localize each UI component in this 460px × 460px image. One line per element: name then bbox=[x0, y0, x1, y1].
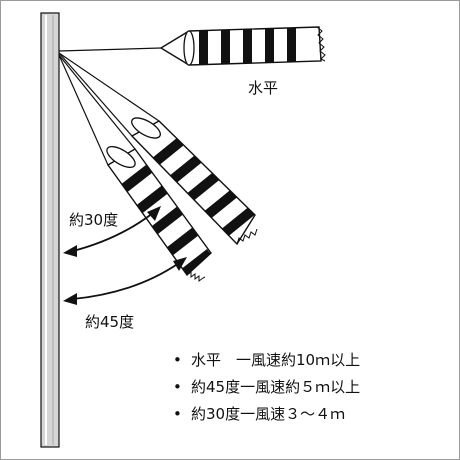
legend-text: 水平 一風速約10ｍ以上 bbox=[191, 351, 361, 369]
legend-text: 約30度一風速３～４ｍ bbox=[191, 405, 346, 423]
legend-row-30deg: • 約30度一風速３～４ｍ bbox=[173, 401, 360, 428]
wind-speed-legend: • 水平 一風速約10ｍ以上 • 約45度一風速約５ｍ以上 • 約30度一風速３～４ｍ bbox=[173, 347, 360, 428]
legend-row-horizontal: • 水平 一風速約10ｍ以上 bbox=[173, 347, 360, 374]
pole bbox=[40, 12, 60, 448]
legend-text: 約45度一風速約５ｍ以上 bbox=[191, 378, 361, 396]
bullet-icon: • bbox=[173, 378, 182, 396]
bullet-icon: • bbox=[173, 405, 182, 423]
angle-arc-45 bbox=[63, 257, 187, 305]
angle-arc-30 bbox=[63, 206, 161, 257]
bullet-icon: • bbox=[173, 351, 182, 369]
label-angle-45: 約45度 bbox=[85, 313, 135, 331]
windsock-horizontal bbox=[58, 26, 326, 66]
label-angle-30: 約30度 bbox=[69, 211, 119, 229]
legend-row-45deg: • 約45度一風速約５ｍ以上 bbox=[173, 374, 360, 401]
label-horizontal: 水平 bbox=[248, 79, 279, 97]
